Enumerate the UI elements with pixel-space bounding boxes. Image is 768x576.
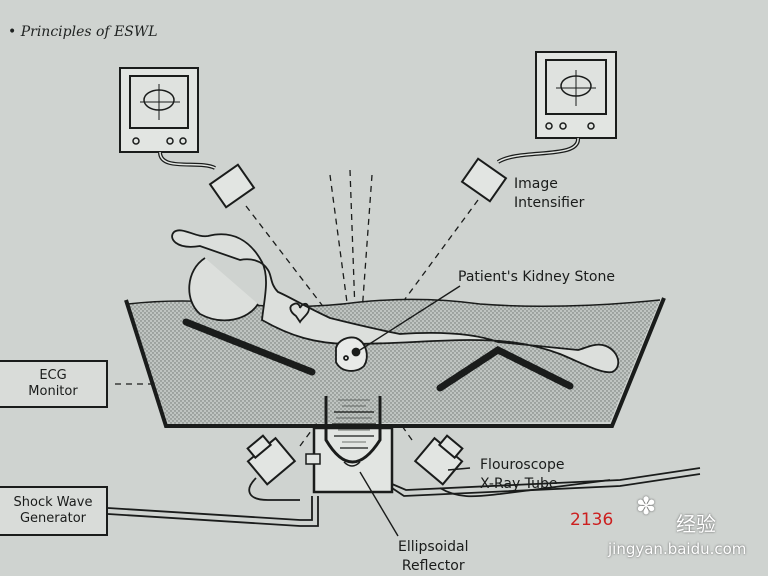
watermark-paw-icon: ✽ — [636, 492, 657, 520]
left-xray-tube — [246, 434, 297, 486]
label-reflector-line2: Reflector — [401, 558, 465, 574]
label-image-intensifier-line1: Image — [514, 176, 558, 192]
watermark-number: 2136 — [570, 510, 614, 530]
patient-figure — [171, 229, 620, 374]
right-xray-tube — [413, 434, 464, 486]
ecg-line1: ECG — [39, 368, 67, 383]
label-xray-line1: Flouroscope — [480, 457, 565, 473]
label-kidney-stone: Patient's Kidney Stone — [458, 269, 615, 285]
ecg-monitor-box: ECG Monitor — [0, 360, 108, 408]
shock-line1: Shock Wave — [13, 495, 93, 510]
shock-line2: Generator — [19, 511, 86, 526]
watermark-url: jingyan.baidu.com — [608, 540, 747, 558]
patient-support — [182, 318, 574, 392]
label-reflector-line1: Ellipsoidal — [398, 539, 469, 555]
leader-lines — [359, 285, 471, 537]
ellipsoidal-reflector-assembly — [305, 396, 394, 494]
shock-wave-generator-box: Shock Wave Generator — [0, 486, 108, 536]
cables — [107, 467, 701, 527]
label-image-intensifier: Image Intensifier — [514, 175, 584, 213]
ecg-line2: Monitor — [28, 384, 78, 399]
header-title: Principles of ESWL — [20, 24, 158, 40]
watermark-brand: 经验 — [676, 512, 716, 536]
right-monitor — [535, 51, 617, 139]
label-xray-line2: X-Ray Tube — [480, 476, 558, 492]
label-xray-tube: Flouroscope X-Ray Tube — [480, 456, 564, 494]
label-reflector: Ellipsoidal Reflector — [398, 538, 469, 576]
left-monitor — [119, 67, 199, 153]
left-image-intensifier — [208, 163, 256, 209]
page-header: • Principles of ESWL — [8, 24, 158, 40]
water-tub — [124, 297, 666, 428]
label-image-intensifier-line2: Intensifier — [514, 195, 585, 211]
right-image-intensifier — [460, 157, 508, 203]
